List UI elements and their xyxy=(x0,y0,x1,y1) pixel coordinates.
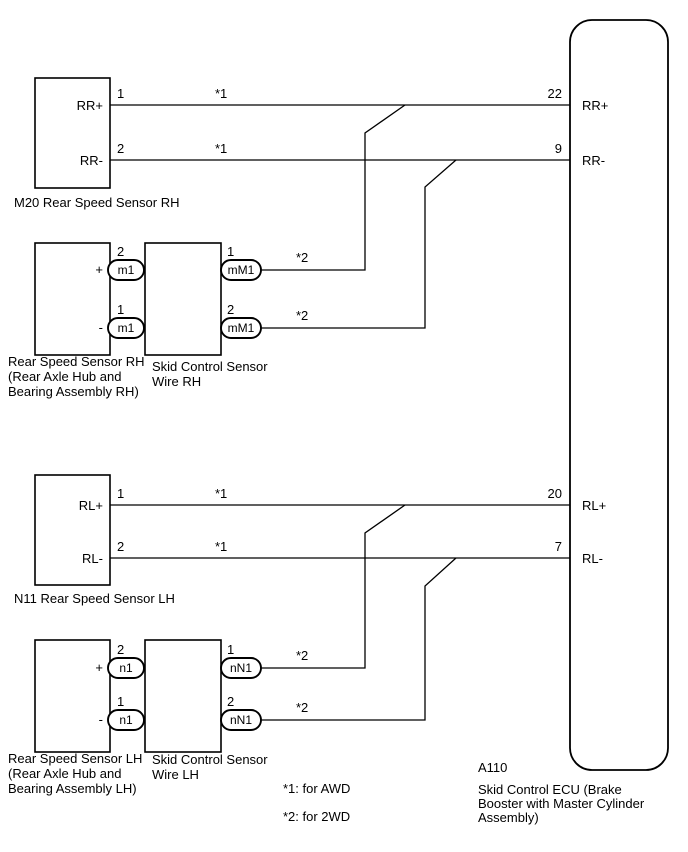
lh-connector-nN1-top-code: nN1 xyxy=(230,661,252,675)
wire-note-2wd-rr-plus: *2 xyxy=(296,250,308,265)
legend: *1: for AWD *2: for 2WD xyxy=(283,781,350,824)
n11-pin-number-2: 2 xyxy=(117,539,124,554)
lh-hub-sensor: + - n1 2 n1 1 Rear Speed Sensor LH (Rear… xyxy=(8,639,145,796)
rh-hub-sensor-box xyxy=(34,242,111,356)
ecu-pin-number-rl-plus: 20 xyxy=(548,486,562,501)
lh-sensor-wire: nN1 1 nN1 2 *2 *2 Skid Control Sensor Wi… xyxy=(144,639,308,782)
lh-hub-sensor-label-line1: Rear Speed Sensor LH xyxy=(8,751,142,766)
lh-sensor-wire-box xyxy=(144,639,222,753)
wire-note-awd-rr-minus: *1 xyxy=(215,141,227,156)
lh-connector-nN1-bottom-pin: 2 xyxy=(227,694,234,709)
wire-note-2wd-rl-minus: *2 xyxy=(296,700,308,715)
ecu-pin-number-rl-minus: 7 xyxy=(555,539,562,554)
rh-hub-sensor-label-line1: Rear Speed Sensor RH xyxy=(8,354,145,369)
m20-sensor-box xyxy=(34,77,111,189)
m20-pin-number-1: 1 xyxy=(117,86,124,101)
wire-note-awd-rr-plus: *1 xyxy=(215,86,227,101)
legend-note-2wd: *2: for 2WD xyxy=(283,809,350,824)
m20-terminal-rr-plus: RR+ xyxy=(77,98,103,113)
lh-sensor-wire-label-line1: Skid Control Sensor xyxy=(152,752,268,767)
rh-hub-minus-sign: - xyxy=(99,320,103,335)
skid-control-ecu: 22 RR+ 9 RR- 20 RL+ 7 RL- A110 Skid Cont… xyxy=(478,19,669,825)
rh-connector-mM1-bottom-pin: 2 xyxy=(227,302,234,317)
n11-sensor-box xyxy=(34,474,111,586)
wire-note-2wd-rl-plus: *2 xyxy=(296,648,308,663)
rh-connector-mM1-top xyxy=(220,259,262,281)
ecu-name-line3: Assembly) xyxy=(478,810,539,825)
m20-terminal-rr-minus: RR- xyxy=(80,153,103,168)
ecu-pin-number-rr-plus: 22 xyxy=(548,86,562,101)
n11-terminal-rl-plus: RL+ xyxy=(79,498,103,513)
lh-connector-nN1-bottom-code: nN1 xyxy=(230,713,252,727)
ecu-code-label: A110 xyxy=(478,760,507,775)
rh-connector-mM1-top-code: mM1 xyxy=(228,263,255,277)
lh-connector-n1-top-code: n1 xyxy=(119,661,133,675)
lh-connector-n1-top xyxy=(107,657,145,679)
legend-note-awd: *1: for AWD xyxy=(283,781,350,796)
lh-hub-sensor-label-line2: (Rear Axle Hub and xyxy=(8,766,121,781)
rh-connector-m1-top-pin: 2 xyxy=(117,244,124,259)
lh-connector-nN1-top-pin: 1 xyxy=(227,642,234,657)
lh-connector-n1-bottom-pin: 1 xyxy=(117,694,124,709)
ecu-pin-label-rl-minus: RL- xyxy=(582,551,603,566)
wire-note-awd-rl-plus: *1 xyxy=(215,486,227,501)
rh-hub-sensor-label-line3: Bearing Assembly RH) xyxy=(8,384,139,399)
lh-connector-n1-top-pin: 2 xyxy=(117,642,124,657)
m20-sensor-label: M20 Rear Speed Sensor RH xyxy=(14,195,179,210)
lh-connector-n1-bottom xyxy=(107,709,145,731)
wire-rl-plus-2wd-branch xyxy=(261,504,406,669)
rh-sensor-wire-label-line1: Skid Control Sensor xyxy=(152,359,268,374)
lh-hub-minus-sign: - xyxy=(99,712,103,727)
rh-connector-mM1-bottom-code: mM1 xyxy=(228,321,255,335)
wire-note-2wd-rr-minus: *2 xyxy=(296,308,308,323)
rh-hub-plus-sign: + xyxy=(95,262,103,277)
m20-pin-number-2: 2 xyxy=(117,141,124,156)
lh-sensor-wire-label-line2: Wire LH xyxy=(152,767,199,782)
rh-hub-sensor-label-line2: (Rear Axle Hub and xyxy=(8,369,121,384)
rh-connector-m1-bottom-code: m1 xyxy=(118,321,135,335)
wire-rr-plus-2wd-branch xyxy=(261,104,406,271)
rh-sensor-wire-label-line2: Wire RH xyxy=(152,374,201,389)
ecu-name-line1: Skid Control ECU (Brake xyxy=(478,782,622,797)
rh-sensor-wire: mM1 1 mM1 2 *2 *2 Skid Control Sensor Wi… xyxy=(144,242,308,389)
ecu-box xyxy=(569,19,669,771)
lh-hub-plus-sign: + xyxy=(95,660,103,675)
ecu-pin-label-rr-plus: RR+ xyxy=(582,98,608,113)
n11-pin-number-1: 1 xyxy=(117,486,124,501)
lh-connector-n1-bottom-code: n1 xyxy=(119,713,133,727)
ecu-pin-number-rr-minus: 9 xyxy=(555,141,562,156)
wire-rl-minus-2wd-branch xyxy=(261,557,457,721)
n11-terminal-rl-minus: RL- xyxy=(82,551,103,566)
rh-direct-sensor: RR+ RR- 1 2 *1 *1 M20 Rear Speed Sensor … xyxy=(14,77,227,210)
rh-connector-m1-top-code: m1 xyxy=(118,263,135,277)
ecu-pin-label-rr-minus: RR- xyxy=(582,153,605,168)
lh-connector-nN1-bottom xyxy=(220,709,262,731)
ecu-name-line2: Booster with Master Cylinder xyxy=(478,796,645,811)
lh-hub-sensor-box xyxy=(34,639,111,753)
lh-connector-nN1-top xyxy=(220,657,262,679)
rh-connector-mM1-top-pin: 1 xyxy=(227,244,234,259)
wires-rh xyxy=(110,104,578,329)
rh-connector-mM1-bottom xyxy=(220,317,262,339)
lh-hub-sensor-label-line3: Bearing Assembly LH) xyxy=(8,781,137,796)
wire-note-awd-rl-minus: *1 xyxy=(215,539,227,554)
rh-connector-m1-bottom xyxy=(107,317,145,339)
rh-sensor-wire-box xyxy=(144,242,222,356)
rh-connector-m1-bottom-pin: 1 xyxy=(117,302,124,317)
wires-lh xyxy=(110,504,578,721)
lh-direct-sensor: RL+ RL- 1 2 *1 *1 N11 Rear Speed Sensor … xyxy=(14,474,227,606)
rh-hub-sensor: + - m1 2 m1 1 Rear Speed Sensor RH (Rear… xyxy=(8,242,145,399)
n11-sensor-label: N11 Rear Speed Sensor LH xyxy=(14,591,175,606)
wire-rr-minus-2wd-branch xyxy=(261,159,457,329)
ecu-pin-label-rl-plus: RL+ xyxy=(582,498,606,513)
rh-connector-m1-top xyxy=(107,259,145,281)
